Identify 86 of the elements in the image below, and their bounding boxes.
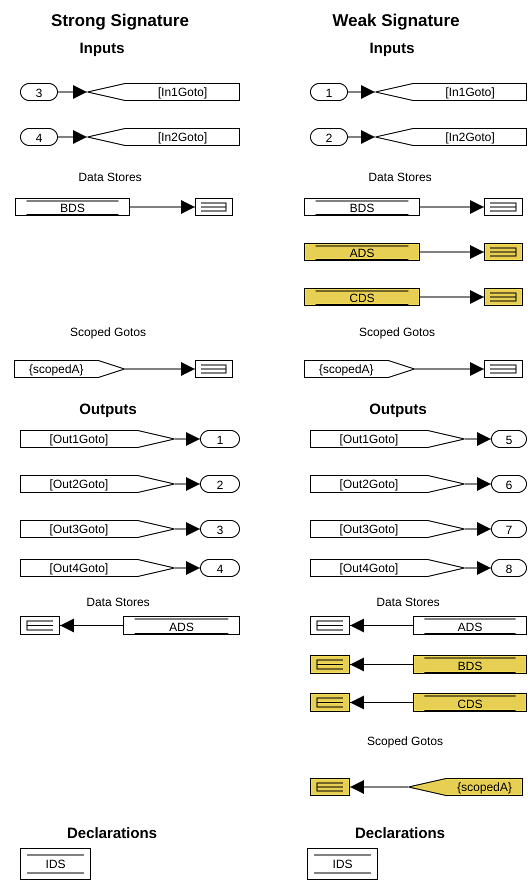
arrow [420, 245, 484, 259]
data-store-write-block [195, 360, 233, 378]
subsection-heading: Scoped Gotos [358, 326, 436, 340]
data-store-read-block [310, 616, 350, 635]
port-block: 4 [20, 128, 58, 146]
goto-block: [In1Goto] [87, 83, 240, 101]
arrow [174, 477, 200, 491]
data-store-read-block [310, 655, 350, 674]
data-store-write-block [195, 198, 233, 216]
arrow [60, 618, 124, 632]
from-block: [Out4Goto] [310, 559, 465, 577]
port-block: 8 [491, 559, 527, 577]
data-store-block: BDS [304, 198, 420, 216]
port-block: 3 [20, 83, 58, 101]
arrow [174, 432, 200, 446]
data-store-read-block [310, 778, 350, 796]
from-block: {scopedA} [14, 360, 125, 378]
data-store-read-block [310, 693, 350, 712]
arrow [350, 618, 414, 632]
arrow [464, 522, 492, 536]
arrow [414, 362, 484, 376]
data-store-read-block [20, 616, 60, 635]
data-store-write-block [484, 198, 523, 216]
goto-block: [In2Goto] [87, 128, 240, 146]
subsection-heading: Scoped Gotos [366, 735, 444, 748]
arrow [124, 362, 196, 376]
port-block: 3 [200, 520, 240, 538]
subsection-heading: Data Stores [86, 596, 150, 610]
arrow [464, 432, 492, 446]
data-store-block: ADS [123, 616, 240, 635]
column-title: Weak Signature [332, 12, 460, 31]
port-block: 5 [491, 430, 527, 448]
data-store-write-block [484, 360, 523, 378]
data-store-block: BDS [15, 198, 130, 216]
arrow [350, 658, 414, 672]
port-block: 2 [310, 128, 348, 146]
data-store-block: BDS [413, 655, 527, 674]
declaration-block: IDS [20, 848, 91, 880]
from-block: [Out1Goto] [20, 430, 175, 448]
from-block: [Out2Goto] [310, 475, 465, 493]
arrow [348, 130, 376, 144]
port-block: 1 [310, 83, 348, 101]
arrow [420, 200, 484, 214]
goto-block: {scopedA} [408, 778, 523, 796]
port-block: 7 [491, 520, 527, 538]
subsection-heading: Scoped Gotos [70, 326, 146, 340]
port-block: 1 [200, 430, 240, 448]
section-heading: Outputs [369, 402, 427, 418]
subsection-heading: Data Stores [78, 171, 142, 184]
port-block: 6 [491, 475, 527, 493]
port-block: 2 [200, 475, 240, 493]
section-heading: Inputs [370, 41, 414, 58]
from-block: [Out4Goto] [20, 559, 175, 577]
arrow [58, 130, 88, 144]
subsection-heading: Data Stores [376, 596, 440, 610]
arrow [350, 696, 414, 710]
arrow [350, 780, 408, 794]
declaration-block: IDS [307, 848, 378, 880]
arrow [130, 200, 196, 214]
arrow [464, 561, 492, 575]
from-block: {scopedA} [304, 360, 415, 378]
data-store-block: CDS [304, 288, 420, 306]
section-heading: Inputs [80, 41, 124, 58]
subsection-heading: Data Stores [368, 171, 432, 184]
goto-block: [In1Goto] [375, 83, 527, 101]
goto-block: [In2Goto] [375, 128, 527, 146]
data-store-block: CDS [413, 693, 527, 712]
arrow [174, 522, 200, 536]
arrow [174, 561, 200, 575]
data-store-block: ADS [304, 243, 420, 261]
column-title: Strong Signature [51, 12, 189, 31]
arrow [464, 477, 492, 491]
data-store-write-block [484, 243, 523, 261]
arrow [58, 85, 88, 99]
from-block: [Out1Goto] [310, 430, 465, 448]
from-block: [Out3Goto] [310, 520, 465, 538]
section-heading: Declarations [354, 826, 446, 842]
section-heading: Outputs [79, 402, 137, 418]
data-store-block: ADS [413, 616, 527, 635]
from-block: [Out3Goto] [20, 520, 175, 538]
section-heading: Declarations [66, 826, 158, 842]
data-store-write-block [484, 288, 523, 306]
port-block: 4 [200, 559, 240, 577]
arrow [348, 85, 376, 99]
arrow [420, 290, 484, 304]
from-block: [Out2Goto] [20, 475, 175, 493]
